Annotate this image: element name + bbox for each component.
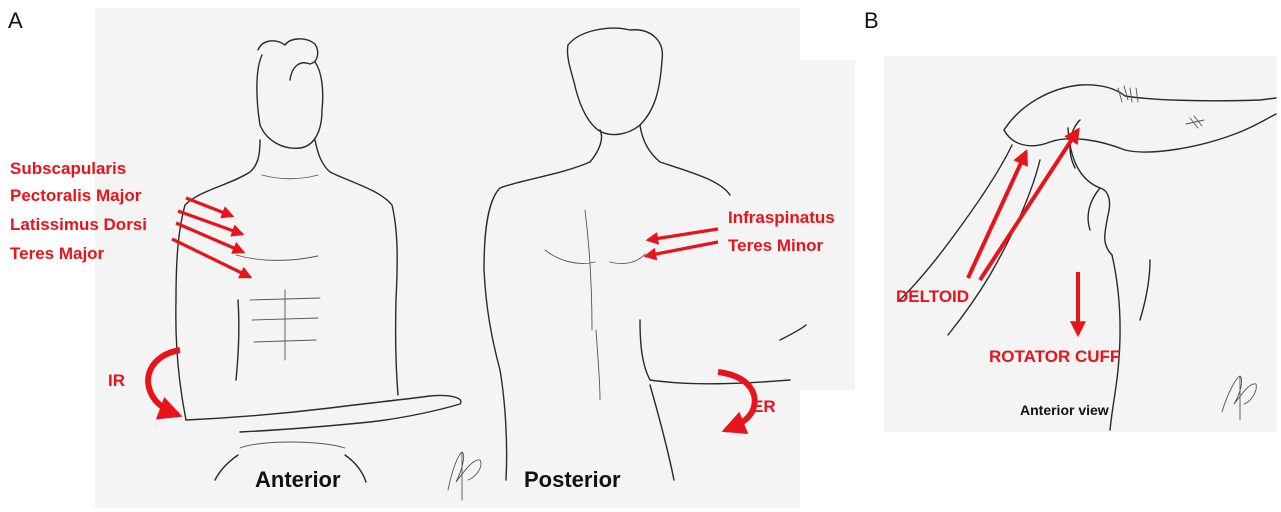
label-rotator-cuff: ROTATOR CUFF	[989, 347, 1120, 366]
panel-b: B DELTOID ROTATOR CUFF Anterior view	[864, 8, 1277, 432]
label-teres-minor: Teres Minor	[728, 236, 823, 255]
label-anterior: Anterior	[255, 467, 341, 492]
panel-b-paper	[884, 56, 1277, 432]
label-anterior-view: Anterior view	[1020, 402, 1109, 418]
label-latissimus-dorsi: Latissimus Dorsi	[10, 215, 147, 234]
label-teres-major: Teres Major	[10, 244, 105, 263]
label-ir: IR	[108, 371, 125, 390]
label-deltoid: DELTOID	[896, 287, 969, 306]
label-posterior: Posterior	[524, 467, 621, 492]
panel-b-letter: B	[864, 8, 879, 33]
label-subscapularis: Subscapularis	[10, 159, 126, 178]
panel-a: A	[8, 8, 855, 508]
panel-a-letter: A	[8, 8, 23, 33]
panel-a-paper	[95, 8, 800, 508]
label-pectoralis-major: Pectoralis Major	[10, 186, 142, 205]
label-infraspinatus: Infraspinatus	[728, 208, 835, 227]
